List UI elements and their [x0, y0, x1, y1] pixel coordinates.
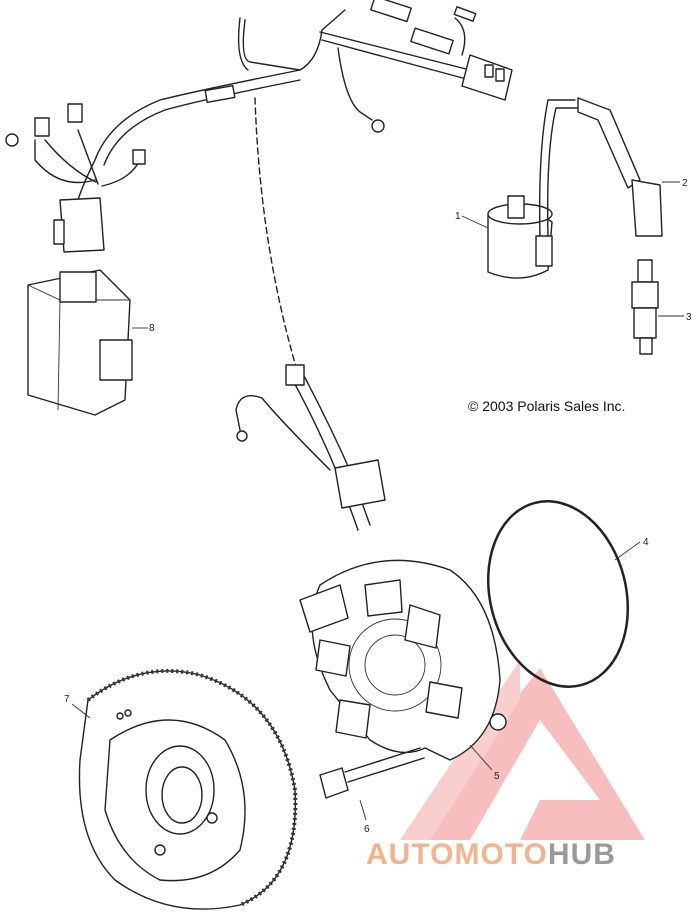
cdi-box	[27, 269, 148, 416]
callout-2: 2	[682, 178, 688, 189]
watermark-word-moto: MOTO	[454, 838, 548, 871]
copyright-notice: © 2003 Polaris Sales Inc.	[468, 398, 626, 414]
callout-6: 6	[364, 824, 370, 835]
callout-8: 8	[149, 323, 155, 334]
o-ring	[486, 500, 641, 688]
watermark-word-auto: AUTO	[366, 838, 455, 871]
callout-1: 1	[455, 211, 461, 222]
wiring-harness	[5, 0, 513, 531]
callout-4: 4	[643, 537, 649, 548]
bolt	[319, 747, 425, 821]
spark-plug-boot	[631, 179, 680, 237]
callout-5: 5	[494, 771, 500, 782]
spark-plug	[631, 259, 684, 355]
watermark-word-hub: HUB	[547, 838, 616, 871]
callout-7: 7	[64, 694, 70, 705]
watermark-logo-text: AUTOMOTOHUB	[366, 838, 616, 872]
callout-3: 3	[686, 312, 692, 323]
ignition-coil	[461, 97, 641, 279]
stator	[299, 559, 507, 771]
flywheel	[71, 668, 298, 910]
